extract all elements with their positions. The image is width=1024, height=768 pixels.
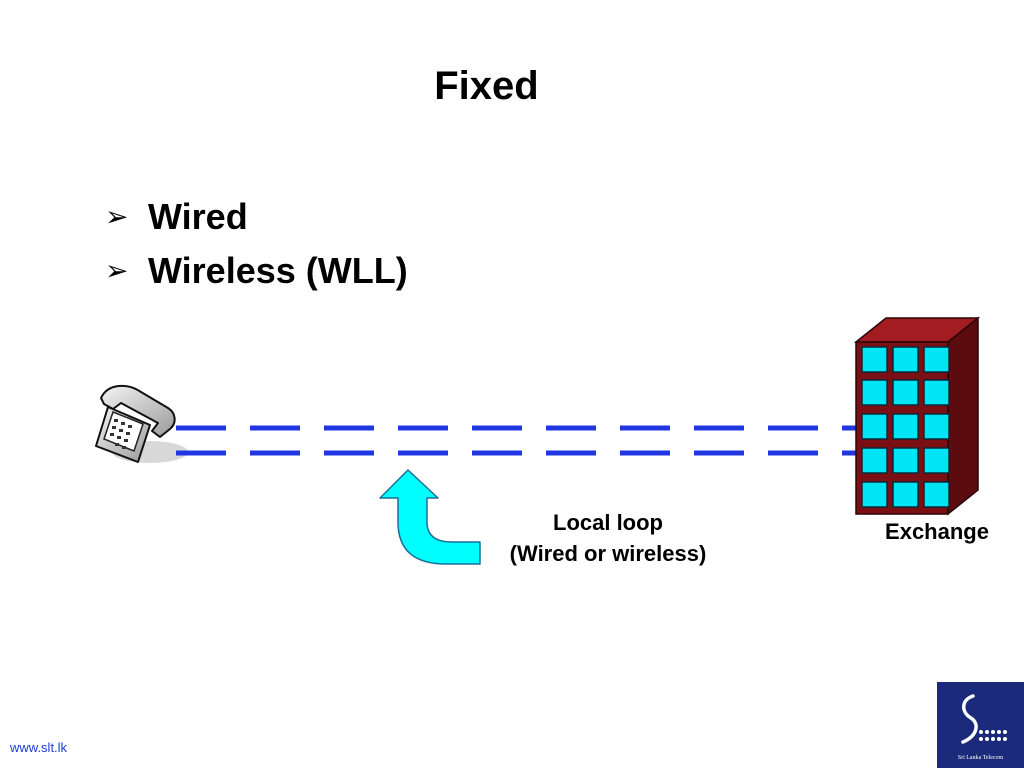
arrow-bullet-icon: ➢ <box>105 254 129 287</box>
bullet-list: ➢ Wired ➢ Wireless (WLL) <box>105 190 408 298</box>
bullet-item-wireless: ➢ Wireless (WLL) <box>105 244 408 298</box>
local-loop-label-line2: (Wired or wireless) <box>509 541 707 566</box>
exchange-label: Exchange <box>885 519 989 544</box>
slide-title: Fixed <box>434 64 539 108</box>
slt-logo-mark-icon <box>961 694 1007 744</box>
local-loop-label-line1: Local loop <box>553 510 663 535</box>
arrow-bullet-icon: ➢ <box>105 200 129 233</box>
local-loop-lines <box>176 425 858 456</box>
telephone-icon <box>95 384 188 463</box>
curved-arrow-icon <box>379 469 481 565</box>
bullet-text: Wired <box>148 196 248 237</box>
logo-caption: Sri Lanka Telecom <box>957 755 1004 761</box>
local-loop-label: Local loop (Wired or wireless) <box>478 507 738 569</box>
bullet-item-wired: ➢ Wired <box>105 190 408 244</box>
bullet-text: Wireless (WLL) <box>148 250 408 291</box>
footer-url-link[interactable]: www.slt.lk <box>10 740 68 755</box>
slt-logo: Sri Lanka Telecom <box>937 682 1024 768</box>
exchange-building-icon <box>853 316 981 516</box>
